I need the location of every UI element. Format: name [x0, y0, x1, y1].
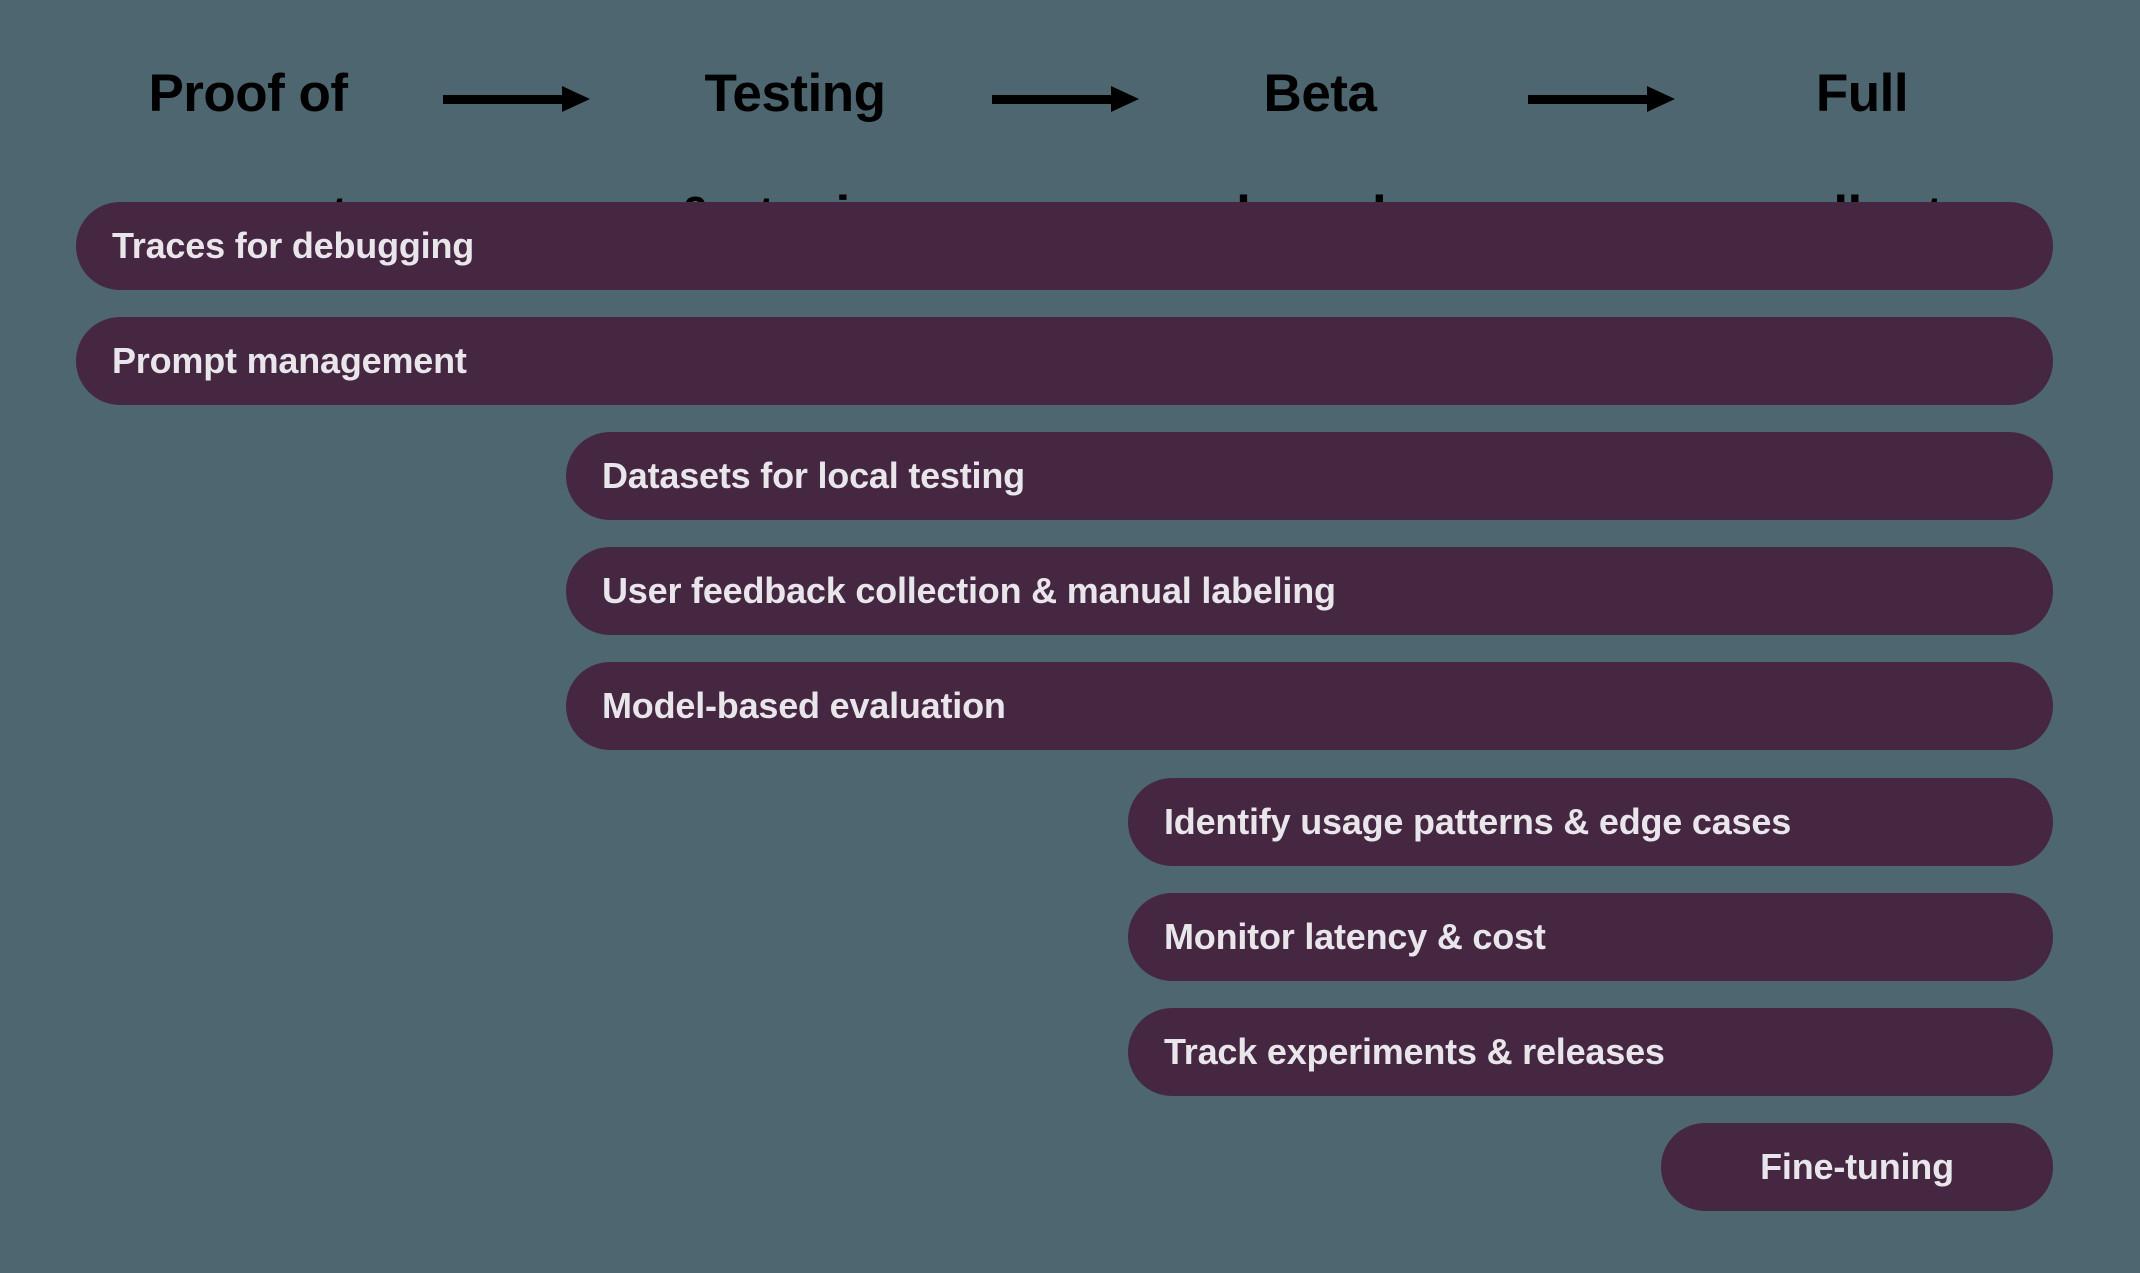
arrow-shaft [443, 95, 564, 104]
capability-pill-identify-usage-patterns[interactable]: Identify usage patterns & edge cases [1128, 778, 2053, 866]
capability-pill-label: Identify usage patterns & edge cases [1164, 801, 1792, 842]
capability-pill-label: Model-based evaluation [602, 685, 1006, 726]
capability-pill-label: Datasets for local testing [602, 455, 1025, 496]
capability-pill-label: Monitor latency & cost [1164, 916, 1546, 957]
capability-pill-label: Prompt management [112, 340, 467, 381]
capability-pill-traces-for-debugging[interactable]: Traces for debugging [76, 202, 2053, 290]
stage-label-line1: Testing [704, 64, 886, 123]
capability-pill-user-feedback-labeling[interactable]: User feedback collection & manual labeli… [566, 547, 2053, 635]
capability-pill-fine-tuning[interactable]: Fine-tuning [1661, 1123, 2053, 1211]
arrow-shaft [1528, 95, 1649, 104]
arrow-icon-1 [443, 86, 590, 112]
arrow-head [562, 86, 590, 112]
capability-pill-label: Track experiments & releases [1164, 1031, 1665, 1072]
arrow-head [1647, 86, 1675, 112]
capability-pill-prompt-management[interactable]: Prompt management [76, 317, 2053, 405]
stage-label-line1: Proof of [148, 64, 348, 123]
capability-pill-track-experiments[interactable]: Track experiments & releases [1128, 1008, 2053, 1096]
capability-pill-label: User feedback collection & manual labeli… [602, 570, 1336, 611]
arrow-icon-3 [1528, 86, 1675, 112]
arrow-head [1111, 86, 1139, 112]
capability-pill-label: Fine-tuning [1760, 1146, 1954, 1187]
capability-pill-model-based-evaluation[interactable]: Model-based evaluation [566, 662, 2053, 750]
arrow-shaft [992, 95, 1113, 104]
capability-pill-monitor-latency-cost[interactable]: Monitor latency & cost [1128, 893, 2053, 981]
stage-label-line1: Beta [1263, 64, 1377, 123]
capability-pill-label: Traces for debugging [112, 225, 475, 266]
arrow-icon-2 [992, 86, 1139, 112]
stage-label-line1: Full [1815, 64, 1909, 123]
capability-pill-datasets-local-testing[interactable]: Datasets for local testing [566, 432, 2053, 520]
stage-header-row: Proof of concept Testing & staging Beta … [0, 14, 2140, 242]
